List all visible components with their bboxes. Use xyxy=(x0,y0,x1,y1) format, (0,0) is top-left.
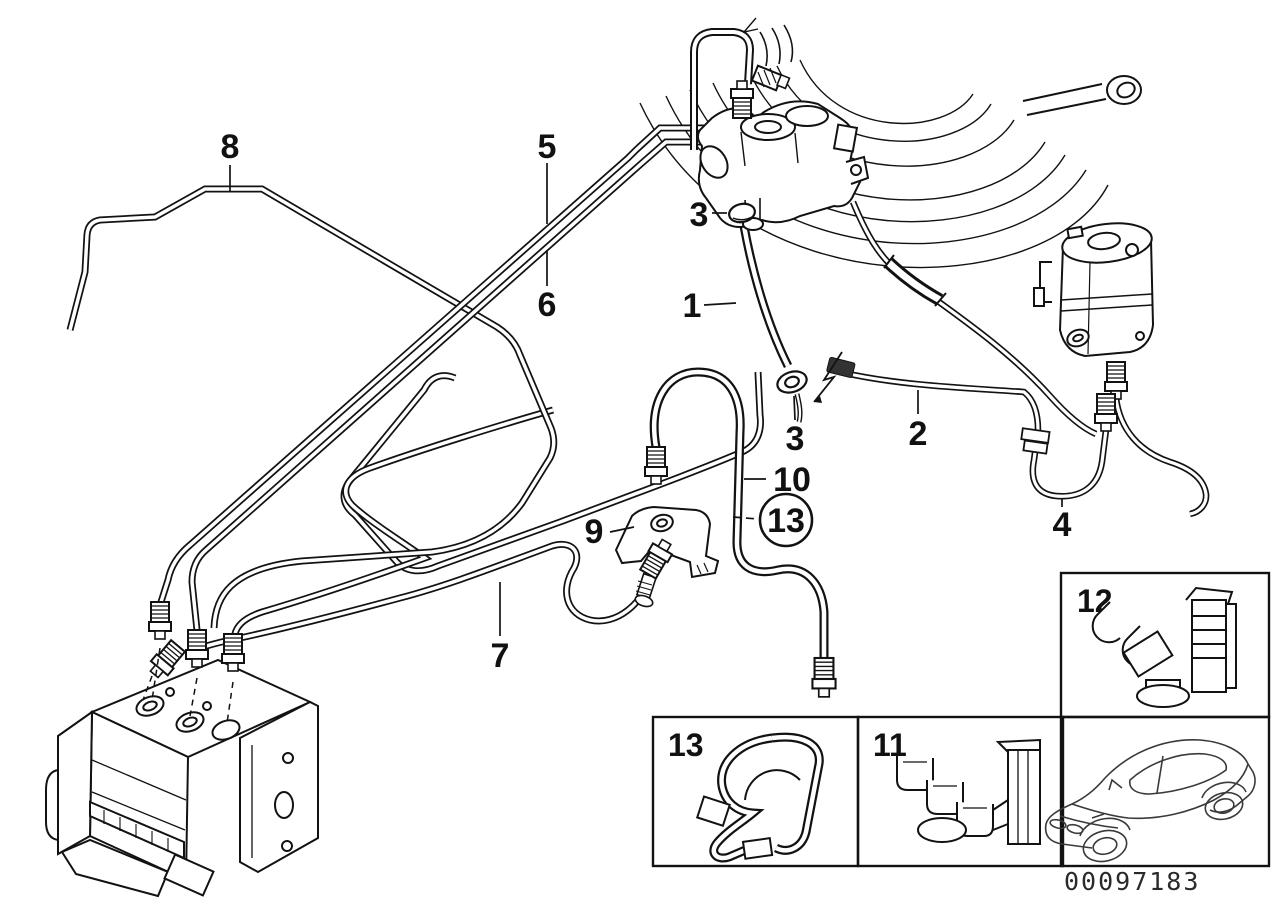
inset-label-13: 13 xyxy=(668,727,704,763)
clip-13-drawing xyxy=(695,732,824,863)
mc-top-fitting xyxy=(730,80,754,119)
svg-text:13: 13 xyxy=(767,502,805,540)
pipe-loop-top xyxy=(690,28,755,150)
brake-hose-10 xyxy=(649,367,829,658)
hose10-branch-fitting xyxy=(644,446,668,485)
hose10-end-fitting xyxy=(811,656,837,698)
callout-5[interactable]: 5 xyxy=(538,128,557,166)
bracket-bolt xyxy=(634,572,658,608)
part-number: 00097183 xyxy=(1064,867,1200,896)
brake-hose-1 xyxy=(739,225,803,423)
callout-1[interactable]: 1 xyxy=(683,287,702,325)
abs-fitting-1 xyxy=(148,601,172,640)
pipe2-bolt xyxy=(813,351,856,403)
callout-4[interactable]: 4 xyxy=(1053,506,1072,544)
clip-12-drawing xyxy=(1091,586,1237,708)
callout-13-circled[interactable]: 13 xyxy=(758,492,814,548)
clip-11-drawing xyxy=(896,738,1041,845)
callout-leaders xyxy=(229,163,1063,636)
car-thumbnail xyxy=(1044,739,1256,863)
abs-dashed-leaders xyxy=(142,647,234,724)
brake-pipe-4 xyxy=(1112,397,1210,518)
callout-3-top[interactable]: 3 xyxy=(690,196,709,234)
booster-pushrod xyxy=(1022,75,1142,116)
callout-2[interactable]: 2 xyxy=(909,415,928,453)
pipe-union xyxy=(1020,427,1051,455)
brake-pipe-2 xyxy=(839,200,1110,500)
inset-box-11[interactable] xyxy=(856,715,1065,868)
pipe-sleeve xyxy=(883,254,947,307)
brake-pipe-zigzag xyxy=(231,371,764,636)
brake-pipe-8 xyxy=(66,185,558,629)
callout-3-mid[interactable]: 3 xyxy=(786,420,805,458)
precharge-pump xyxy=(1033,222,1155,358)
abs-hydro-unit xyxy=(45,658,319,898)
callout-7[interactable]: 7 xyxy=(491,637,510,675)
callout-8[interactable]: 8 xyxy=(221,128,240,166)
callout-10[interactable]: 10 xyxy=(773,461,811,499)
clamp-ring-mid xyxy=(776,370,808,394)
brake-pipe-5-6-bundle xyxy=(157,124,716,631)
callout-6[interactable]: 6 xyxy=(538,286,557,324)
clamp-ring-top xyxy=(728,202,756,224)
inset-boxes xyxy=(651,571,1271,868)
mc-side-fitting xyxy=(750,64,791,92)
pump-fitting-lower xyxy=(1094,393,1118,432)
abs-fitting-2 xyxy=(185,629,209,668)
inset-box-car[interactable] xyxy=(1059,715,1271,868)
callout-9[interactable]: 9 xyxy=(585,513,604,551)
brake-pipe-7 xyxy=(184,541,656,658)
master-cylinder xyxy=(696,100,870,231)
